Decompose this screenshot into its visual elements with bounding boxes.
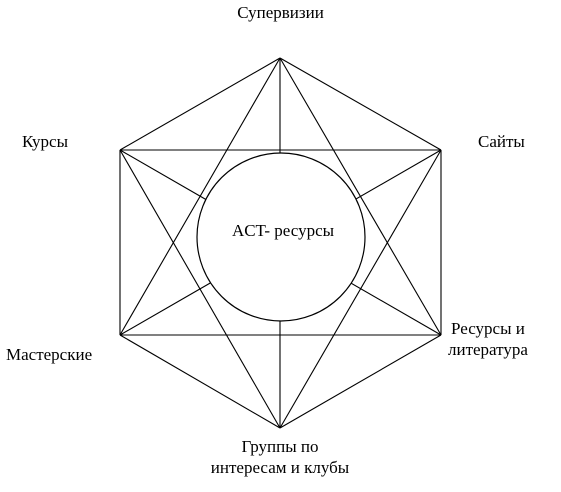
node-label-bottom-left-text: Мастерские	[6, 345, 93, 364]
node-label-bottom: Группы по интересам и клубы	[190, 436, 370, 478]
node-label-bottom-left: Мастерские	[6, 344, 92, 365]
edge-top-to-top-right	[279, 57, 442, 151]
node-label-top-left: Курсы	[22, 131, 68, 152]
edge-bottom-to-bottom-left	[119, 334, 281, 429]
node-label-bottom-line-2: интересам и клубы	[210, 458, 350, 477]
center-label-text: ACT- ресурсы	[231, 221, 335, 240]
center-circle	[196, 152, 366, 322]
node-label-top-right-text: Сайты	[478, 132, 525, 151]
node-label-bottom-right-line-2: литература	[448, 340, 528, 359]
diagram-edges	[119, 57, 442, 429]
node-label-top: Супервизии	[0, 2, 561, 23]
center-label: ACT- ресурсы	[198, 220, 368, 241]
node-label-top-left-text: Курсы	[22, 132, 69, 151]
edge-top-to-top-left	[119, 57, 281, 151]
node-label-top-text: Супервизии	[237, 3, 324, 22]
node-label-bottom-right: Ресурсы и литература	[448, 318, 528, 360]
edge-bottom-to-top-left	[119, 149, 281, 429]
node-label-bottom-right-line-1: Ресурсы и	[451, 319, 525, 338]
edge-bottom-right-to-bottom	[279, 334, 442, 429]
node-label-bottom-line-1: Группы по	[241, 437, 319, 456]
node-label-top-right: Сайты	[478, 131, 525, 152]
